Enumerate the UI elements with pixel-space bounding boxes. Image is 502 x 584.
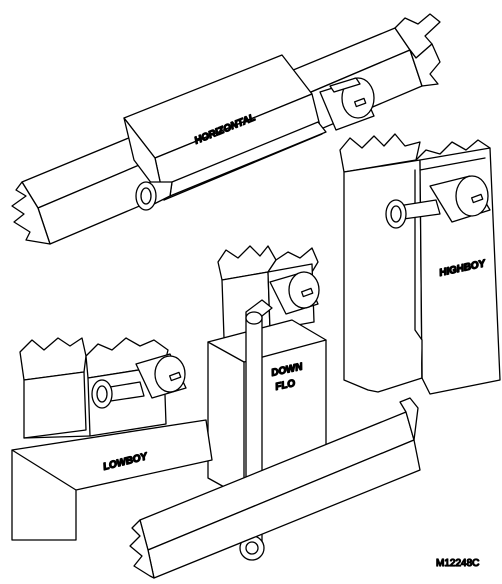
highboy-humidifier xyxy=(385,175,491,229)
lowboy-installation xyxy=(11,337,213,541)
downflo-duct xyxy=(129,397,421,579)
figure-code: M12248C xyxy=(436,558,479,569)
downflo-humidifier xyxy=(269,271,320,315)
highboy-installation xyxy=(339,133,501,395)
horizontal-installation xyxy=(11,13,441,245)
horizontal-bypass-pipe xyxy=(135,121,327,211)
downflo-label-line2: FLO xyxy=(274,378,296,393)
highboy-cabinet xyxy=(343,159,423,393)
downflo-installation xyxy=(129,245,421,579)
lowboy-humidifier xyxy=(91,353,187,409)
horizontal-humidifier xyxy=(319,77,375,131)
